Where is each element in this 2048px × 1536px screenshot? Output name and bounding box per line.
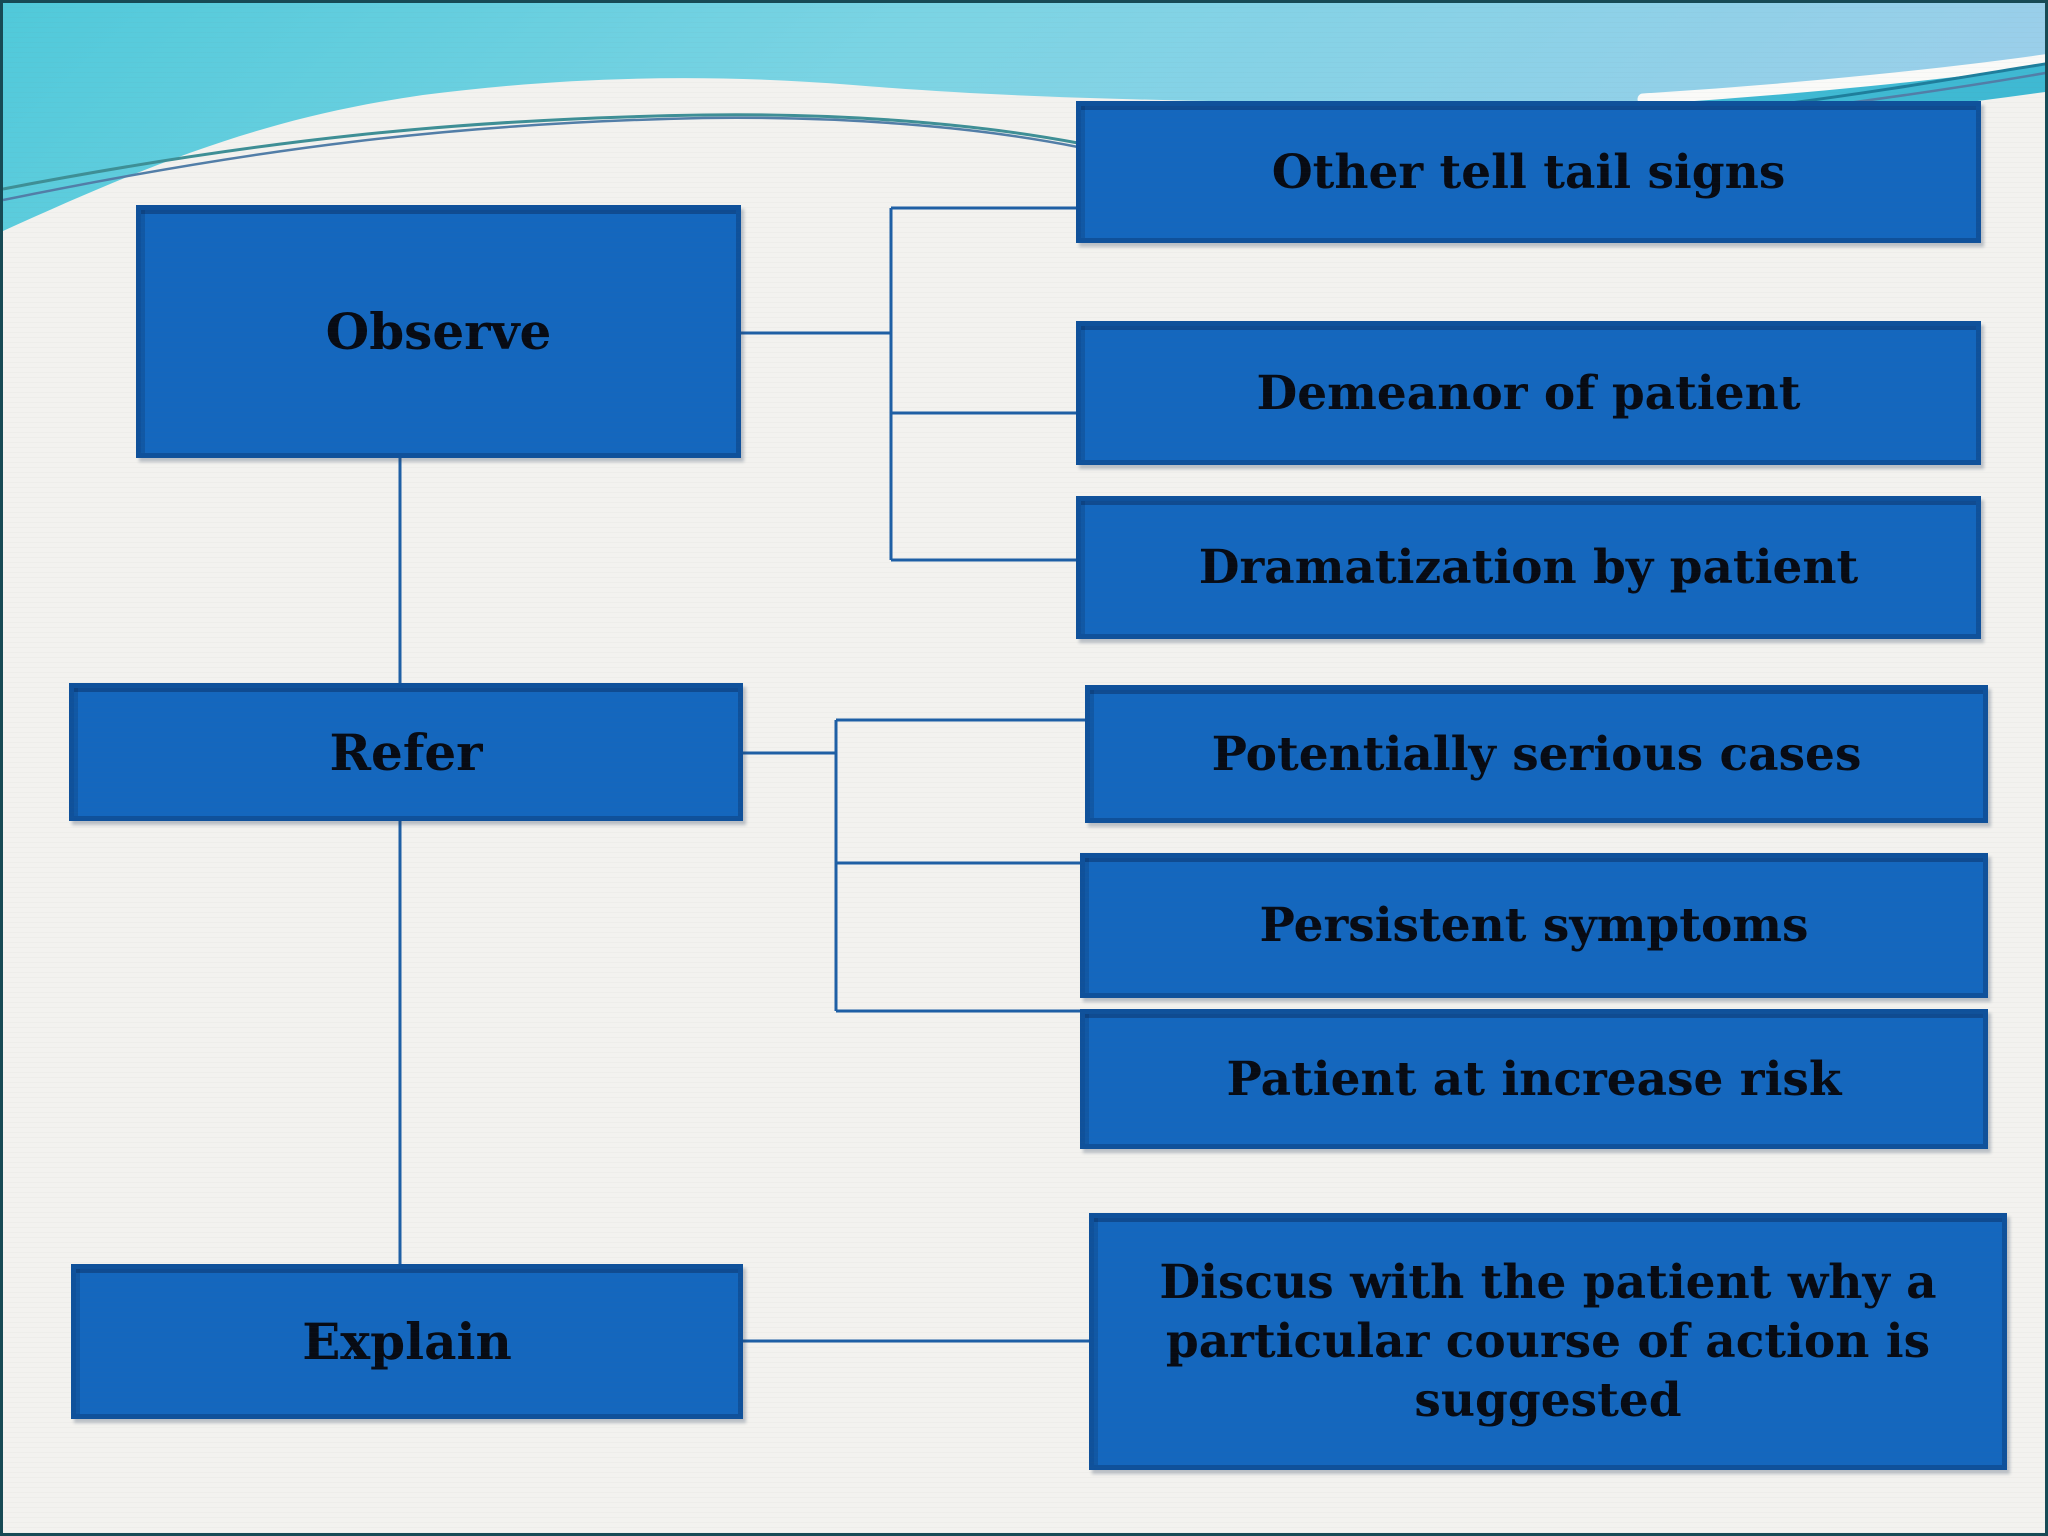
node-refer-label: Refer xyxy=(329,722,483,782)
node-demeanor-of-patient: Demeanor of patient xyxy=(1076,321,1981,465)
wave-arc-line-teal xyxy=(3,113,1079,191)
node-dramatization-by-patient-label: Dramatization by patient xyxy=(1198,540,1859,595)
node-patient-at-increase-risk: Patient at increase risk xyxy=(1080,1009,1988,1149)
node-other-tell-tail-signs: Other tell tail signs xyxy=(1076,101,1981,243)
wave-base xyxy=(3,3,2045,231)
node-persistent-symptoms: Persistent symptoms xyxy=(1080,853,1988,998)
node-explain: Explain xyxy=(71,1264,743,1419)
node-demeanor-of-patient-label: Demeanor of patient xyxy=(1256,365,1801,421)
node-potentially-serious-cases-label: Potentially serious cases xyxy=(1211,726,1862,782)
wave-pinstripe-right-1 xyxy=(1782,62,2045,106)
node-other-tell-tail-signs-label: Other tell tail signs xyxy=(1271,144,1786,200)
node-persistent-symptoms-label: Persistent symptoms xyxy=(1259,898,1809,953)
node-observe-label: Observe xyxy=(325,302,552,361)
node-discuss-course-of-action-label: Discus with the patient why a particular… xyxy=(1159,1254,1937,1429)
node-patient-at-increase-risk-label: Patient at increase risk xyxy=(1226,1051,1842,1107)
node-potentially-serious-cases: Potentially serious cases xyxy=(1085,685,1988,823)
node-discuss-course-of-action: Discus with the patient why a particular… xyxy=(1089,1213,2007,1470)
node-refer: Refer xyxy=(69,683,743,821)
connector-layer xyxy=(398,206,1091,1343)
node-observe: Observe xyxy=(136,205,741,458)
wave-white-band xyxy=(1637,54,2045,105)
wave-arc-line-blue xyxy=(3,116,1079,202)
node-dramatization-by-patient: Dramatization by patient xyxy=(1076,496,1981,639)
node-explain-label: Explain xyxy=(302,1312,512,1371)
